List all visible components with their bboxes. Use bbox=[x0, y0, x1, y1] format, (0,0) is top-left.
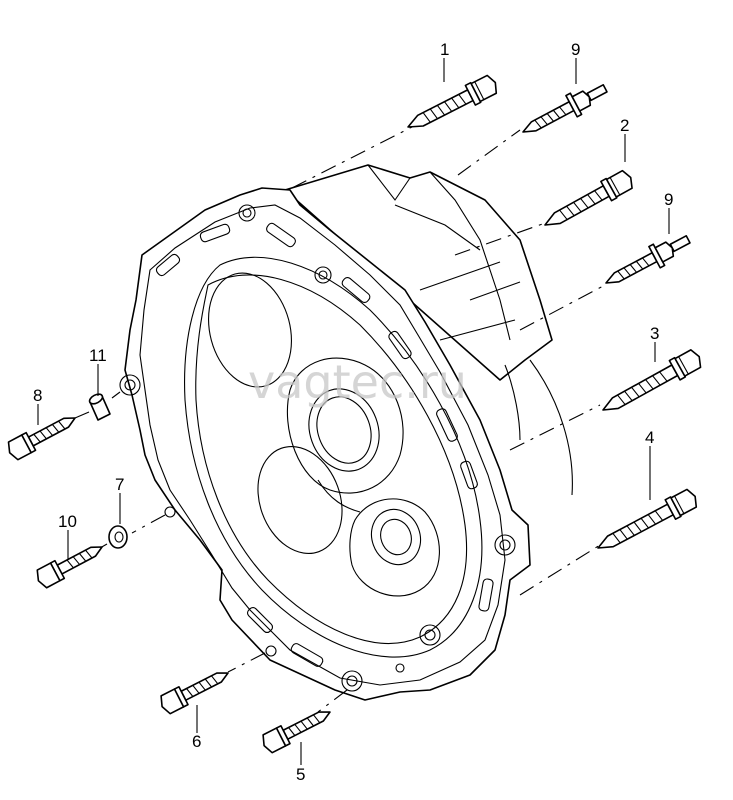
bolt-3 bbox=[602, 349, 702, 411]
watermark: vagtec.ru bbox=[248, 355, 467, 409]
dowel-sleeve-11 bbox=[88, 393, 111, 421]
bolt-1 bbox=[407, 74, 498, 128]
bolt-10 bbox=[36, 546, 103, 589]
callout-10: 10 bbox=[58, 512, 77, 531]
bolt-6 bbox=[160, 672, 229, 715]
washer-7 bbox=[108, 525, 128, 549]
housing-flange bbox=[119, 187, 531, 701]
callout-9-top: 9 bbox=[571, 40, 580, 59]
callout-6: 6 bbox=[192, 732, 201, 751]
bolt-4 bbox=[597, 488, 698, 549]
callout-1: 1 bbox=[440, 40, 449, 59]
callout-11: 11 bbox=[89, 346, 107, 365]
callout-3: 3 bbox=[650, 324, 659, 343]
callout-labels: 1 9 2 9 3 4 11 8 7 10 6 5 bbox=[33, 40, 673, 784]
callout-8: 8 bbox=[33, 386, 42, 405]
leader-lines bbox=[37, 58, 670, 765]
callout-2: 2 bbox=[620, 116, 629, 135]
callout-4: 4 bbox=[645, 428, 654, 447]
bolt-5 bbox=[262, 711, 331, 754]
callout-9-middle: 9 bbox=[664, 190, 673, 209]
callout-5: 5 bbox=[296, 765, 305, 784]
housing-rear-body bbox=[284, 164, 573, 496]
bolt-8 bbox=[7, 417, 76, 461]
alignment-lines bbox=[74, 126, 606, 713]
bolt-9-middle bbox=[605, 235, 691, 284]
callout-7: 7 bbox=[115, 475, 124, 494]
housing-interior bbox=[184, 256, 483, 658]
bolt-9-top bbox=[522, 84, 608, 133]
bolt-2 bbox=[544, 169, 633, 226]
